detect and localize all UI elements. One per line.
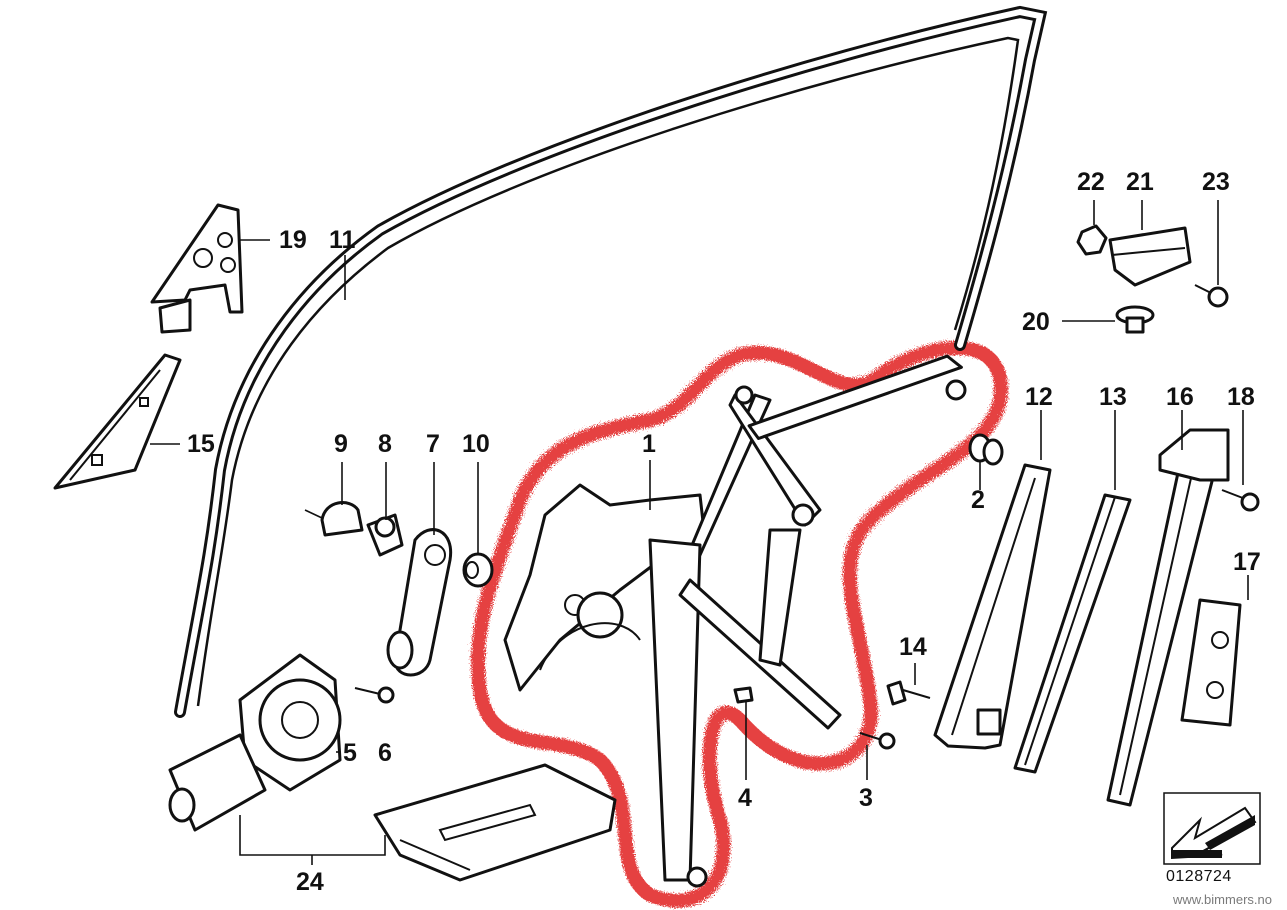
window-regulator-1 xyxy=(503,354,967,888)
window-motor-5 xyxy=(168,653,342,832)
bracket-21 xyxy=(1108,226,1192,287)
label-4: 4 xyxy=(738,784,752,812)
control-module xyxy=(373,763,617,882)
label-21: 21 xyxy=(1126,168,1154,196)
label-18: 18 xyxy=(1227,383,1255,411)
leader-lines xyxy=(150,200,1249,865)
bolt-14 xyxy=(886,680,931,706)
clip-4 xyxy=(733,686,754,704)
bushing-10 xyxy=(462,552,494,588)
label-3: 3 xyxy=(859,784,873,812)
label-11: 11 xyxy=(329,226,356,254)
screw-6 xyxy=(354,686,395,704)
bolt-23 xyxy=(1194,284,1229,308)
roller-2 xyxy=(968,433,1004,466)
label-9: 9 xyxy=(334,430,348,458)
pulley-8 xyxy=(366,513,404,557)
label-7: 7 xyxy=(426,430,440,458)
label-12: 12 xyxy=(1025,383,1053,411)
label-24: 24 xyxy=(296,868,324,896)
corner-bracket-19 xyxy=(150,203,244,334)
highlight-outline xyxy=(471,340,1008,908)
label-20: 20 xyxy=(1022,308,1050,336)
label-23: 23 xyxy=(1202,168,1230,196)
triangle-trim-15 xyxy=(53,353,182,490)
guide-rail-16 xyxy=(1106,428,1230,807)
drive-belt-7 xyxy=(386,528,453,677)
plug-20 xyxy=(1115,305,1155,334)
label-2: 2 xyxy=(971,486,985,514)
nut-22 xyxy=(1076,224,1108,256)
label-19: 19 xyxy=(279,226,307,254)
watermark-text: www.bimmers.no xyxy=(1173,892,1272,907)
diagram-code: 0128724 xyxy=(1166,868,1232,885)
bracket-17 xyxy=(1180,598,1242,727)
label-13: 13 xyxy=(1099,383,1127,411)
label-14: 14 xyxy=(899,633,927,661)
bolt-18 xyxy=(1221,489,1260,512)
label-6: 6 xyxy=(378,739,392,767)
label-16: 16 xyxy=(1166,383,1194,411)
reference-box xyxy=(1163,792,1261,865)
guide-rail-13 xyxy=(1013,493,1132,774)
label-22: 22 xyxy=(1077,168,1105,196)
label-17: 17 xyxy=(1233,548,1261,576)
label-1: 1 xyxy=(642,430,656,458)
label-8: 8 xyxy=(378,430,392,458)
clip-9 xyxy=(304,501,364,537)
label-15: 15 xyxy=(187,430,215,458)
label-10: 10 xyxy=(462,430,490,458)
guide-rail-12 xyxy=(933,463,1052,750)
window-frame-seal xyxy=(174,5,1048,718)
bolt-3 xyxy=(859,732,896,750)
label-5: 5 xyxy=(343,739,357,767)
